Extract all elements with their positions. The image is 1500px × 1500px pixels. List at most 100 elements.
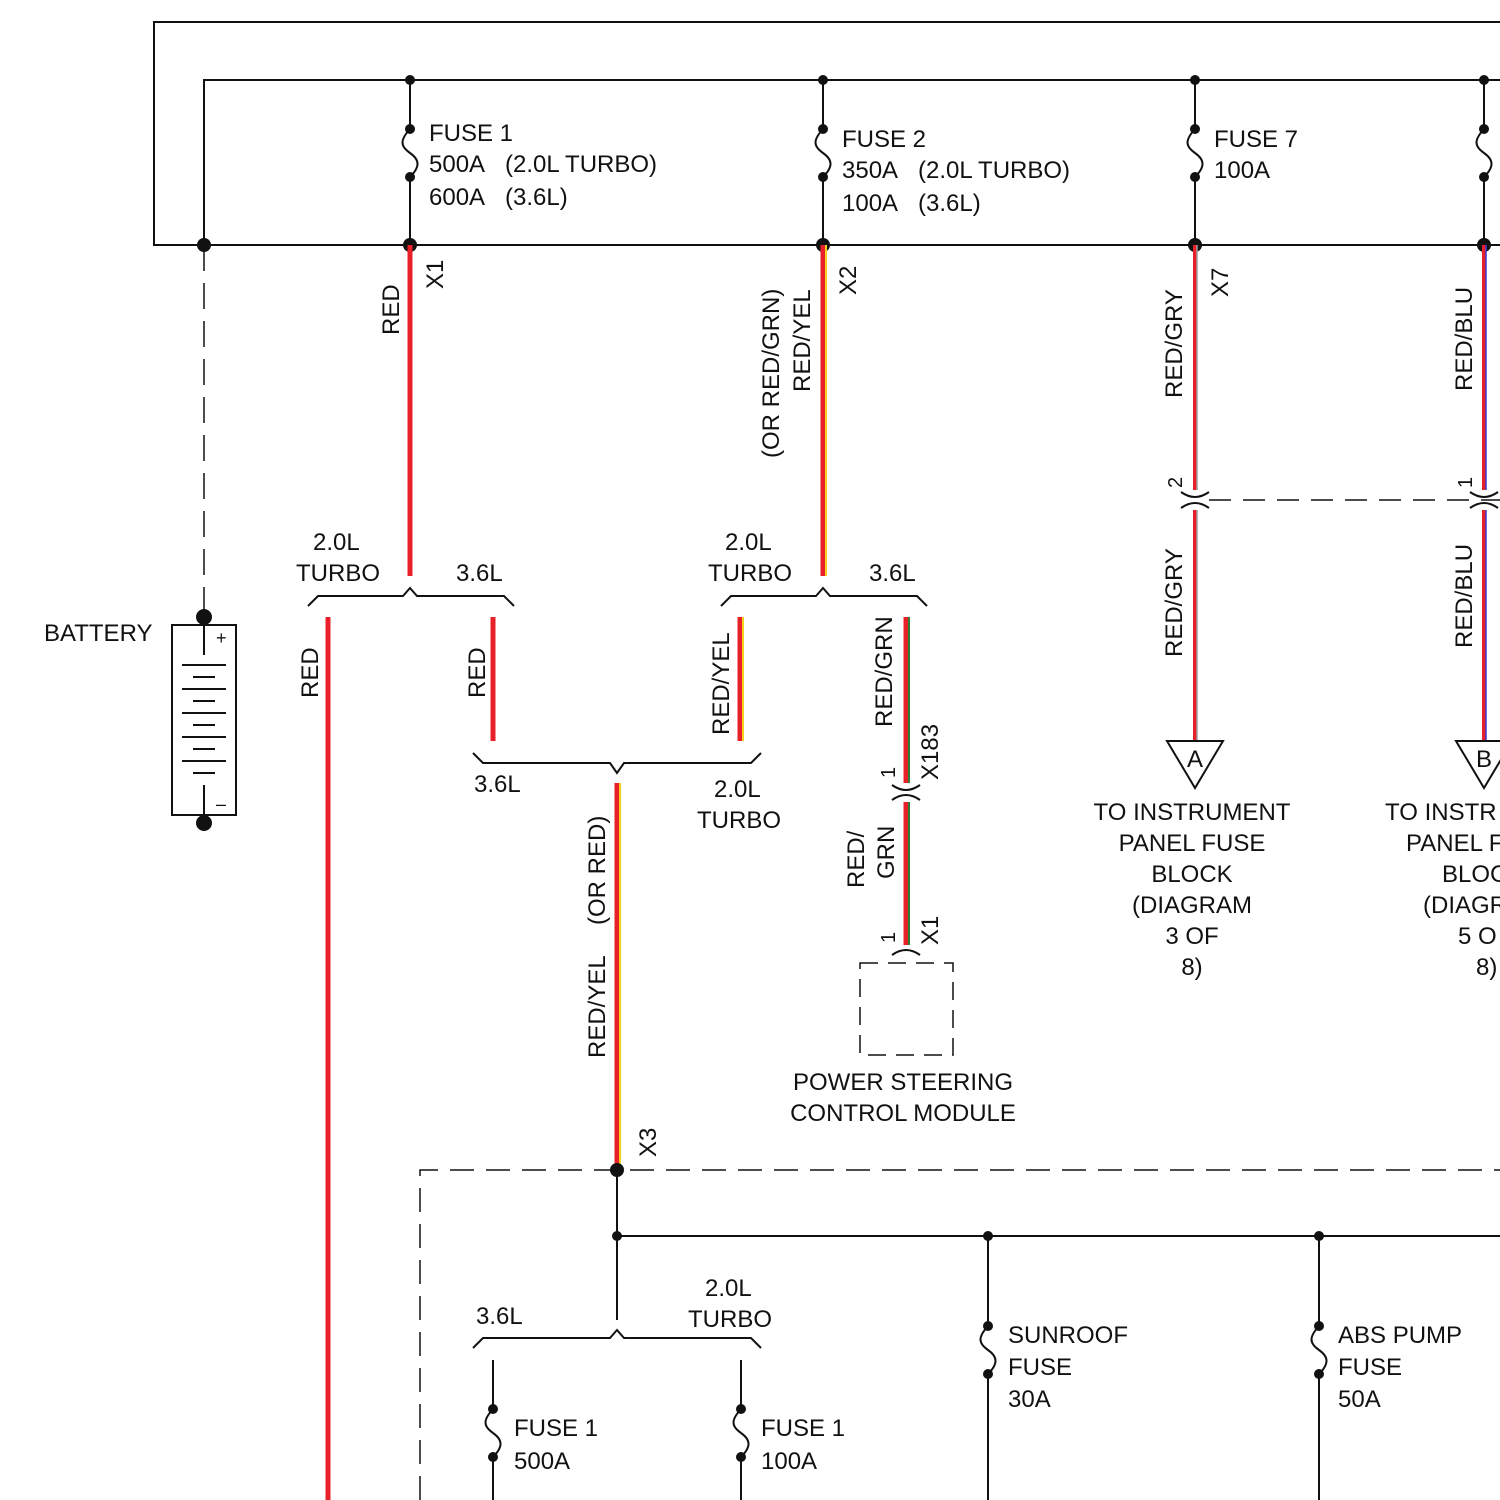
option-merge-brace bbox=[473, 753, 761, 773]
to-ipfb-a-line-4: (DIAGRAM bbox=[1132, 892, 1252, 919]
abs-pump-fuse bbox=[1312, 1236, 1327, 1500]
wire-x1-color-label: RED bbox=[378, 284, 405, 335]
underhood-fuse-block-outline bbox=[154, 22, 1500, 245]
engine-option-2.0l-bottom: 2.0L bbox=[705, 1275, 752, 1302]
to-ipfb-b-line-4: (DIAGR bbox=[1423, 892, 1500, 919]
fuse-7-rating: 100A bbox=[1214, 157, 1270, 184]
wire-redyel-2.0l-label: RED/YEL bbox=[708, 632, 735, 735]
lower-fuse-1-100a bbox=[734, 1360, 749, 1500]
engine-option-2.0l-lower: 2.0L bbox=[714, 776, 761, 803]
psm-label-line-1: POWER STEERING bbox=[793, 1069, 1013, 1096]
engine-option-2.0l-x2: 2.0L bbox=[725, 529, 772, 556]
wire-redblu-right bbox=[1484, 245, 1486, 490]
lower-fuse-1-500a-rating: 500A bbox=[514, 1448, 570, 1475]
fuse-partial-right bbox=[1477, 75, 1492, 252]
x183-pin-1: 1 bbox=[878, 767, 900, 778]
psm-pin-1: 1 bbox=[878, 932, 900, 943]
fuse-1 bbox=[403, 75, 418, 252]
engine-option-2.0l: 2.0L bbox=[313, 529, 360, 556]
sunroof-fuse-line-1: SUNROOF bbox=[1008, 1322, 1128, 1349]
wire-x3-color-label: RED/YEL bbox=[584, 955, 611, 1058]
wire-redblu-to-b bbox=[1484, 510, 1486, 741]
wire-redgry-x7 bbox=[1195, 245, 1197, 490]
to-ipfb-b-line-5: 5 O bbox=[1458, 923, 1497, 950]
lower-bus-node-1 bbox=[612, 1231, 622, 1241]
fuse-2-condition-2.0l: (2.0L TURBO) bbox=[918, 157, 1070, 184]
connector-x183-symbol bbox=[892, 785, 920, 800]
fuse-2-rating-3.6l: 100A bbox=[842, 190, 898, 217]
psm-connector-label: X1 bbox=[917, 916, 944, 945]
x1-connector-label: X1 bbox=[422, 260, 449, 289]
connector-inline-a-symbol bbox=[1181, 492, 1209, 508]
abs-pump-fuse-line-2: FUSE bbox=[1338, 1354, 1402, 1381]
x7-inline-pin-2: 2 bbox=[1165, 477, 1187, 488]
fuse-2-rating-2.0l: 350A bbox=[842, 157, 898, 184]
wire-redgrn-to-psm bbox=[906, 802, 909, 945]
fuse-2-condition-3.6l: (3.6L) bbox=[918, 190, 981, 217]
fuse-7-name: FUSE 7 bbox=[1214, 126, 1298, 153]
abs-pump-fuse-line-3: 50A bbox=[1338, 1386, 1381, 1413]
wire-psm-color-label-1: RED/ bbox=[843, 830, 870, 888]
fuse-1-rating-2.0l: 500A bbox=[429, 151, 485, 178]
fuse-7 bbox=[1188, 75, 1203, 252]
wire-redgry-to-a bbox=[1195, 510, 1197, 741]
wire-x7-color-label: RED/GRY bbox=[1161, 289, 1188, 398]
to-ipfb-b-line-1: TO INSTR bbox=[1385, 799, 1497, 826]
wire-redyel-2.0l-x2 bbox=[740, 617, 743, 741]
sunroof-fuse-line-3: 30A bbox=[1008, 1386, 1051, 1413]
wire-red-3.6l-label: RED bbox=[464, 647, 491, 698]
sunroof-fuse bbox=[981, 1236, 996, 1500]
to-ipfb-b-line-2: PANEL F bbox=[1406, 830, 1500, 857]
connector-a-label: A bbox=[1187, 746, 1203, 773]
to-ipfb-b-line-3: BLOC bbox=[1442, 861, 1500, 888]
wire-redgrn-3.6l bbox=[906, 617, 909, 783]
engine-option-3.6l: 3.6L bbox=[456, 560, 503, 587]
to-ipfb-a-line-3: BLOCK bbox=[1151, 861, 1232, 888]
engine-option-turbo-lower: TURBO bbox=[697, 807, 781, 834]
to-ipfb-a-line-1: TO INSTRUMENT bbox=[1094, 799, 1291, 826]
to-ipfb-a-line-5: 3 OF bbox=[1165, 923, 1218, 950]
right-inline-pin-1: 1 bbox=[1455, 477, 1477, 488]
fuse-1-condition-3.6l: (3.6L) bbox=[505, 184, 568, 211]
x3-connector-label: X3 bbox=[635, 1128, 662, 1157]
wire-redyel-to-x3 bbox=[617, 783, 620, 1170]
wire-right-color-label: RED/BLU bbox=[1451, 287, 1478, 391]
psm-connector-symbol bbox=[892, 950, 920, 955]
to-ipfb-a-line-6: 8) bbox=[1181, 954, 1202, 981]
wire-redyel-x2 bbox=[823, 245, 826, 576]
fuse-2 bbox=[816, 75, 831, 252]
fuse-2-name: FUSE 2 bbox=[842, 126, 926, 153]
abs-pump-fuse-line-1: ABS PUMP bbox=[1338, 1322, 1462, 1349]
wire-x3-alt-color-label: (OR RED) bbox=[584, 816, 611, 925]
x183-connector-label: X183 bbox=[917, 724, 944, 780]
power-steering-control-module-outline bbox=[860, 963, 953, 1055]
wire-psm-color-label-2: GRN bbox=[873, 826, 900, 879]
lower-fuse-1-500a bbox=[486, 1360, 501, 1500]
option-brace-x1 bbox=[308, 588, 514, 606]
lower-fuse-1-100a-name: FUSE 1 bbox=[761, 1415, 845, 1442]
engine-option-turbo-x2: TURBO bbox=[708, 560, 792, 587]
battery-negative-sign: – bbox=[216, 794, 226, 814]
x7-connector-label: X7 bbox=[1207, 268, 1234, 297]
psm-label-line-2: CONTROL MODULE bbox=[790, 1100, 1016, 1127]
x2-connector-label: X2 bbox=[835, 266, 862, 295]
battery-label: BATTERY bbox=[44, 620, 152, 647]
wire-x2-alt-color-label: (OR RED/GRN) bbox=[758, 289, 785, 458]
wire-redgry-lower-label: RED/GRY bbox=[1161, 548, 1188, 657]
wire-x2-color-label: RED/YEL bbox=[789, 289, 816, 392]
engine-option-3.6l-bottom: 3.6L bbox=[476, 1303, 523, 1330]
engine-option-3.6l-x2: 3.6L bbox=[869, 560, 916, 587]
wire-redblu-lower-label: RED/BLU bbox=[1451, 544, 1478, 648]
lower-fuse-1-500a-name: FUSE 1 bbox=[514, 1415, 598, 1442]
wire-red-2.0l-label: RED bbox=[297, 647, 324, 698]
option-brace-x2 bbox=[721, 588, 927, 606]
connector-b-label: B bbox=[1476, 746, 1492, 773]
engine-option-turbo: TURBO bbox=[296, 560, 380, 587]
lower-fuse-1-100a-rating: 100A bbox=[761, 1448, 817, 1475]
engine-option-3.6l-lower: 3.6L bbox=[474, 771, 521, 798]
battery-positive-sign: + bbox=[216, 628, 227, 648]
fuse-1-rating-3.6l: 600A bbox=[429, 184, 485, 211]
fuse-1-condition-2.0l: (2.0L TURBO) bbox=[505, 151, 657, 178]
fuse-1-name: FUSE 1 bbox=[429, 120, 513, 147]
sunroof-fuse-line-2: FUSE bbox=[1008, 1354, 1072, 1381]
